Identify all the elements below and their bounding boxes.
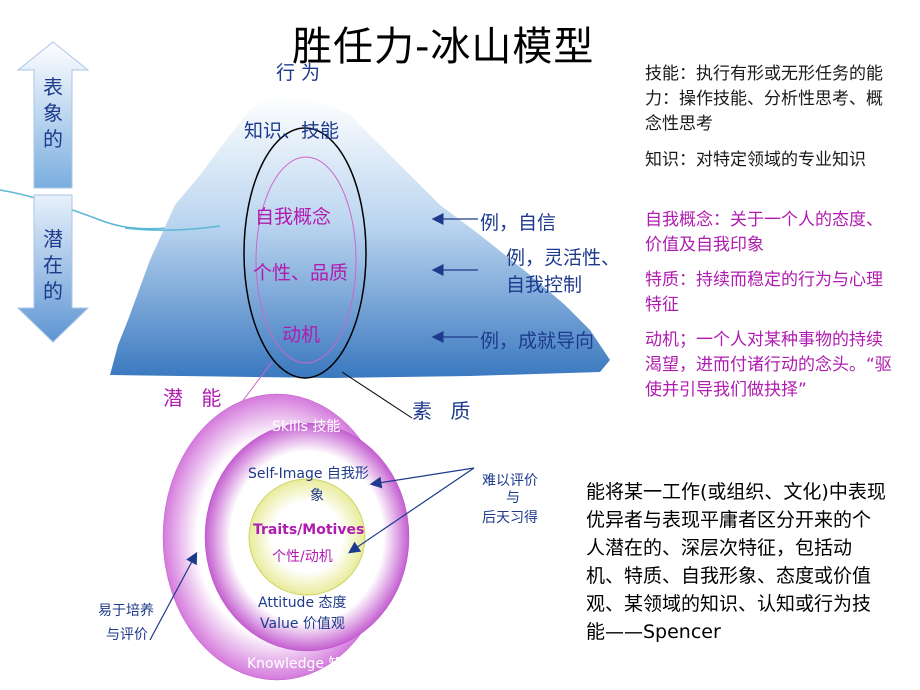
def-knowledge: 知识：对特定领域的专业知识 [645,150,866,170]
example-self-concept: 例，自信 [480,212,557,234]
page-title: 胜任力-冰山模型 [292,24,595,70]
down-char-1: 潜 [43,227,63,251]
down-arrow [16,194,90,343]
up-char-1: 表 [43,75,63,99]
traits-core [248,478,366,596]
outer-ellipse [243,127,367,379]
level-motive: 动机 [282,324,321,346]
ring-traits-en: Traits/Motives [253,522,365,538]
def-self-concept: 自我概念：关于一个人的态度、价值及自我印象 [645,210,883,255]
example-trait-line2: 自我控制 [506,274,583,296]
example-trait-line1: 例，灵活性、 [506,247,621,269]
level-behavior: 行 为 [276,62,321,84]
iceberg-shape [110,94,610,378]
up-char-3: 的 [43,127,63,151]
inner-ellipse [255,156,357,364]
arrow-hard-2 [348,467,475,554]
example-motive: 例，成就导向 [480,330,595,352]
up-char-2: 象 [43,101,63,125]
label-quality: 素 质 [412,399,477,423]
ring-traits-zh: 个性/动机 [272,549,333,565]
level-self-concept: 自我概念 [255,206,332,228]
annot-hard-line2: 与 [506,490,520,506]
connector-quality [341,371,413,419]
ring-self-image-line1: Self-Image 自我形 [248,466,369,482]
ring-value: Value 价值观 [260,616,345,632]
level-trait: 个性、品质 [253,262,349,284]
annot-easy-line2: 与评价 [106,627,148,643]
water-line [0,189,171,230]
water-surface [124,225,221,231]
ring-attitude: Attitude 态度 [258,595,347,611]
ring-self-image-line2: 象 [310,488,324,504]
arrow-hard-1 [369,467,475,489]
down-arrow-label: 潜 在 的 [38,226,68,304]
arrow-easy [149,551,198,641]
down-char-2: 在 [43,253,63,277]
ring-knowledge-label: Knowledge 知识 [247,656,357,672]
up-arrow-label: 表 象 的 [38,74,68,152]
annot-hard-line1: 难以评价 [482,473,538,489]
def-motive: 动机；一个人对某种事物的持续渴望，进而付诸行动的念头。“驱使并引导我们做抉择” [645,330,892,400]
annot-easy-line1: 易于培养 [98,603,154,619]
ring-skills-label: Skills 技能 [272,419,341,435]
level-knowledge-skill: 知识、技能 [244,120,340,142]
def-skill: 技能：执行有形或无形任务的能力：操作技能、分析性思考、概念性思考 [645,64,883,134]
up-arrow [16,41,90,189]
def-trait: 特质：持续而稳定的行为与心理特征 [645,270,883,315]
down-char-3: 的 [43,279,63,303]
annot-hard-line3: 后天习得 [482,510,538,526]
spencer-definition: 能将某一工作(或组织、文化)中表现优异者与表现平庸者区分开来的个人潜在的、深层次… [586,481,886,643]
label-potential: 潜 能 [163,386,228,410]
